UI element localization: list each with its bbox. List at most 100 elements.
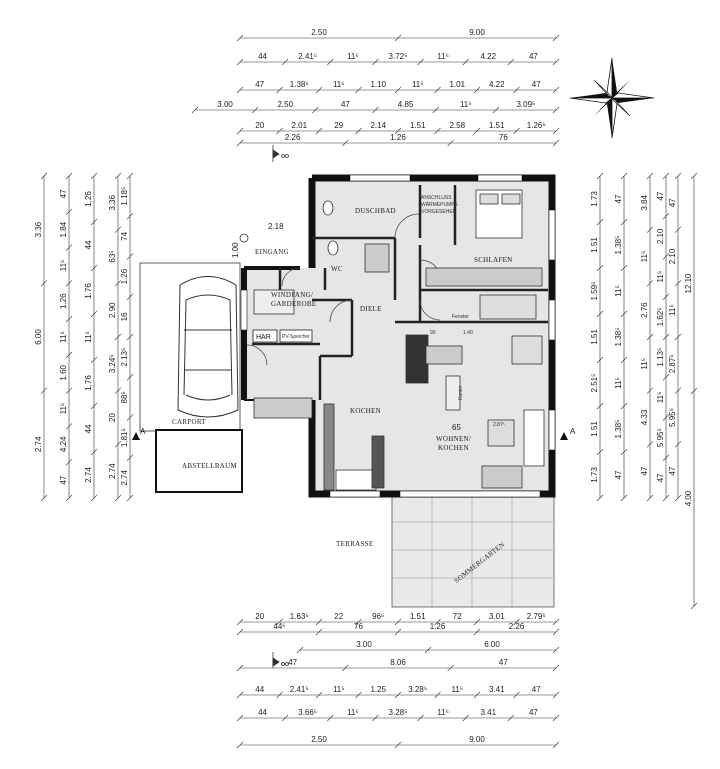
dim-bottom-0-1: 1.63⁵ (290, 612, 309, 621)
dim-right-0-3: 1.51 (590, 329, 599, 345)
dim-top-3-0: 3.00 (217, 100, 233, 109)
level-marker-top (239, 145, 289, 243)
dim-bottom-5-5: 3.41 (480, 708, 496, 717)
dim-right-0-5: 1.51 (590, 421, 599, 437)
room-label-kochen: Kochen (350, 407, 381, 415)
dim-bottom-4-4: 3.28⁵ (408, 685, 427, 694)
dim-left-2-4: 1.76 (84, 375, 93, 391)
dim-left-1-8: 47 (59, 475, 68, 484)
dim-right-3-2: 11⁵ (656, 271, 665, 283)
svg-text:A: A (570, 427, 576, 436)
svg-text:A: A (140, 427, 146, 436)
dim-left-0-2: 2.74 (34, 436, 43, 452)
level-marker-bottom (272, 652, 289, 668)
dim-right-2-2: 2.76 (640, 302, 649, 318)
dim-left-1-6: 11⁵ (59, 403, 68, 415)
dim-left-3-1: 63⁵ (108, 250, 117, 262)
dim-right-1-6: 47 (614, 470, 623, 479)
dim-right-2-4: 4.33 (640, 409, 649, 425)
dim-bottom-3-2: 47 (499, 658, 508, 667)
dim-right-4-3: 2.87⁵ (668, 354, 677, 373)
dim-left-2-6: 2.74 (84, 467, 93, 483)
label-kamin: Kamin (458, 386, 464, 400)
dim-100: 1.00 (231, 242, 240, 258)
dim-287: 2.87⁵ (493, 422, 505, 428)
room-label-garderobe: Garderobe (271, 300, 316, 308)
section-marker-left: A (132, 427, 146, 440)
dim-top-2-7: 47 (532, 80, 541, 89)
dim-218: 2.18 (268, 222, 284, 231)
dim-top-3-5: 3.09⁵ (516, 100, 535, 109)
dim-top-2-0: 47 (255, 80, 264, 89)
dim-right-2-5: 47 (640, 466, 649, 475)
dim-left-4-3: 16 (120, 312, 129, 321)
room-label-carport: Carport (172, 418, 206, 426)
room-label-terrasse: Terrasse (336, 540, 373, 548)
dim-top-1-3: 3.72⁵ (389, 52, 408, 61)
dim-left-1-2: 11⁵ (59, 260, 68, 272)
dim-top-2-6: 4.22 (489, 80, 505, 89)
dim-90: 90 (430, 330, 436, 336)
dim-bottom-4-1: 2.41⁵ (290, 685, 309, 694)
dim-right-1-4: 11⁵ (614, 377, 623, 389)
dim-right-0-6: 1.73 (590, 467, 599, 483)
dim-left-4-6: 1.81⁵ (120, 428, 129, 447)
dim-right-0-2: 1.59⁵ (590, 282, 599, 301)
dim-right-2-0: 3.84 (640, 195, 649, 211)
dim-top-3-1: 2.50 (277, 100, 293, 109)
note-anschluss: Anschluss (421, 195, 452, 201)
dim-top-4-5: 2.58 (449, 121, 465, 130)
dim-right-4-1: 2.10 (668, 248, 677, 264)
carport-area: Carport Abstellraum (139, 262, 243, 493)
dim-right-5-0: 12.10 (684, 273, 693, 294)
dim-left-1-4: 11⁵ (59, 331, 68, 343)
label-pv-speicher: PV-Speicher (282, 334, 310, 340)
room-label-eingang: Eingang (255, 248, 289, 256)
dim-top-4-6: 1.51 (489, 121, 505, 130)
dim-bottom-6-1: 9.00 (469, 735, 485, 744)
dimension-chains (40, 34, 698, 749)
dim-left-4-4: 2.13⁵ (120, 348, 129, 367)
dim-top-4-7: 1.26⁵ (527, 121, 546, 130)
dim-top-3-4: 11⁵ (460, 100, 472, 109)
dim-top-1-4: 11⁵ (437, 52, 449, 61)
dim-140: 1.40 (463, 330, 473, 336)
room-label-abstellraum: Abstellraum (182, 462, 237, 470)
dim-left-1-0: 47 (59, 189, 68, 198)
dim-top-4-0: 20 (255, 121, 264, 130)
dim-left-1-5: 1.60 (59, 364, 68, 380)
dim-right-1-2: 11⁵ (614, 285, 623, 297)
room-label-duschbad: Duschbad (355, 207, 396, 215)
dim-right-1-0: 47 (614, 194, 623, 203)
dim-bottom-5-3: 3.28⁵ (389, 708, 408, 717)
dim-bottom-0-0: 20 (255, 612, 264, 621)
dim-left-4-1: 74 (120, 231, 129, 240)
dim-bottom-1-1: 76 (354, 622, 363, 631)
dim-left-3-4: 20 (108, 413, 117, 422)
dim-left-2-3: 11⁵ (84, 331, 93, 343)
dim-top-2-1: 1.38⁵ (290, 80, 309, 89)
dim-top-2-5: 1.01 (449, 80, 465, 89)
dim-top-4-4: 1.51 (410, 121, 426, 130)
dim-top-2-4: 11⁵ (412, 80, 424, 89)
dim-left-4-2: 1.26 (120, 268, 129, 284)
dim-bottom-2-0: 3.00 (356, 640, 372, 649)
dim-top-1-6: 47 (529, 52, 538, 61)
dim-top-2-3: 1.10 (370, 80, 386, 89)
dim-right-2-1: 11⁵ (640, 251, 649, 263)
room-label-wc: WC (331, 265, 343, 273)
dim-bottom-4-5: 11⁵ (451, 685, 463, 694)
dim-bottom-2-1: 6.00 (484, 640, 500, 649)
dim-bottom-5-1: 3.66⁵ (298, 708, 317, 717)
dim-right-3-7: 47 (656, 473, 665, 482)
dim-right-3-0: 47 (656, 191, 665, 200)
dim-65: 65 (452, 423, 461, 432)
house-footprint: HAR PV-Speicher Duschbad Anschluss Wärme… (231, 174, 556, 498)
dim-bottom-4-7: 47 (532, 685, 541, 694)
dim-bottom-6-0: 2.50 (311, 735, 327, 744)
dim-top-1-1: 2.41⁵ (298, 52, 317, 61)
dim-left-2-2: 1.76 (84, 283, 93, 299)
dim-left-3-2: 2.90 (108, 302, 117, 318)
dim-bottom-5-2: 11⁵ (347, 708, 359, 717)
dim-right-3-4: 1.13⁵ (656, 348, 665, 367)
